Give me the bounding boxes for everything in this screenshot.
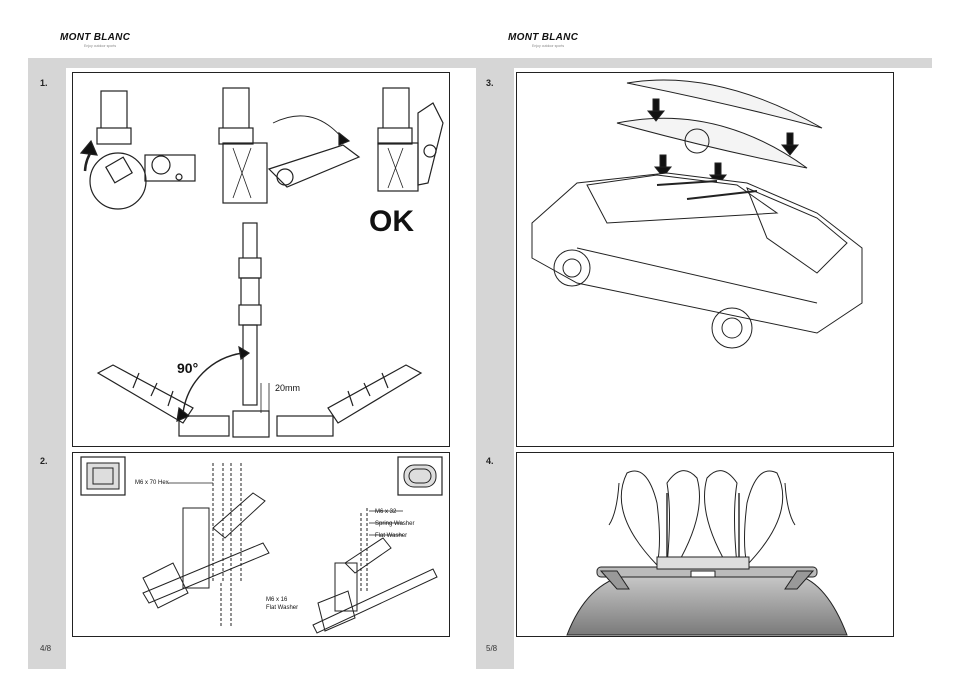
brand-name: MONT BLANC [60,32,131,43]
step-2-label: 2. [40,456,48,466]
brand-name: MONT BLANC [508,32,579,43]
angle-text: 90° [177,360,198,376]
brand-tagline: Enjoy outdoor sports [84,44,117,48]
brand-logo-right: MONT BLANC Enjoy outdoor sports [508,32,578,48]
callout-bolt-70: M6 x 70 Hex [135,480,169,486]
step-3-illustration [531,79,863,349]
step-2-panel: M6 x 70 Hex M6 x 16 Flat Washer M6 x 32 … [72,452,450,637]
step-3-panel [516,72,894,447]
left-sidebar [28,58,66,669]
ok-text: OK [369,205,414,238]
callout-bolt-16: M6 x 16 [266,597,288,603]
step-1-illustration: OK 90° 20mm [79,87,444,438]
callout-flat-washer-1: Flat Washer [266,605,298,611]
callout-flat-washer-2: Flat Washer [375,533,407,539]
step-1-label: 1. [40,78,48,88]
step-4-label: 4. [486,456,494,466]
step-4-panel [516,452,894,637]
step-2-illustration: M6 x 70 Hex M6 x 16 Flat Washer M6 x 32 … [80,456,443,634]
callout-bolt-32: M6 x 32 [375,509,397,515]
brand-tagline: Enjoy outdoor sports [532,44,565,48]
right-sidebar [476,58,514,669]
measure-text: 20mm [275,383,300,393]
step-3-label: 3. [486,78,494,88]
page-number-right: 5/8 [486,644,498,653]
brand-logo-left: MONT BLANC Enjoy outdoor sports [60,32,130,48]
step-1-panel: OK 90° 20mm [72,72,450,447]
page-number-left: 4/8 [40,644,52,653]
step-4-illustration [566,470,848,636]
callout-spring-washer: Spring Washer [375,521,414,527]
